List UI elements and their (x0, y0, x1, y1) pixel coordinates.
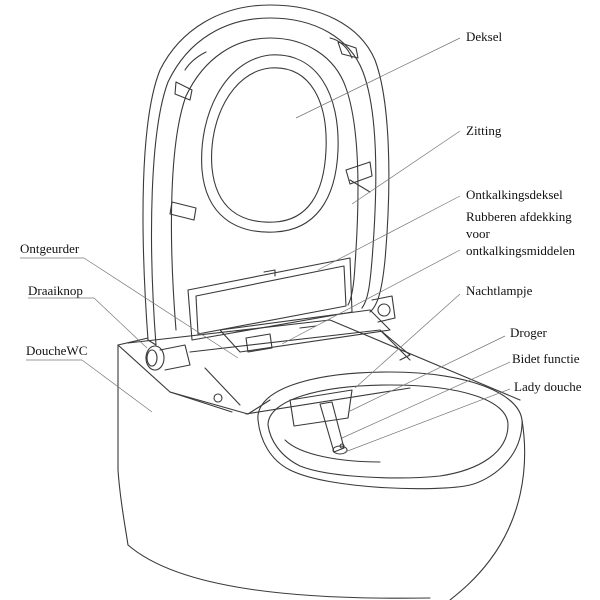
leader-douchewc (81, 359, 153, 413)
bowl-rim (257, 371, 523, 490)
label-deksel: Deksel (466, 29, 503, 44)
label-bidet-functie: Bidet functie (512, 351, 580, 366)
leader-nachtlampje (354, 293, 461, 389)
leader-lady (344, 388, 511, 453)
label-rubberen-line1: Rubberen afdekking (466, 209, 572, 224)
leader-draaiknop (93, 297, 148, 349)
label-douchewc: DoucheWC (26, 343, 88, 358)
leader-ontgeurder (83, 257, 239, 359)
seat (169, 37, 373, 233)
label-rubberen-afdekking: Rubberen afdekking voor ontkalkingsmidde… (466, 208, 575, 259)
leader-droger (347, 335, 506, 413)
leader-bidet (341, 361, 511, 439)
label-nachtlampje: Nachtlampje (466, 283, 533, 298)
leader-deksel (295, 37, 461, 119)
label-draaiknop: Draaiknop (28, 283, 83, 298)
label-ontgeurder: Ontgeurder (20, 241, 80, 256)
leader-rubberen (281, 249, 461, 345)
leader-zitting (351, 130, 461, 205)
leader-ontkalkingsdeksel (317, 195, 461, 271)
label-rubberen-line3: ontkalkingsmiddelen (466, 243, 576, 258)
label-lady-douche: Lady douche (514, 379, 582, 394)
label-zitting: Zitting (466, 123, 502, 138)
nozzle (289, 389, 353, 455)
label-ontkalkingsdeksel: Ontkalkingsdeksel (466, 187, 563, 202)
top-plate (127, 319, 521, 415)
label-droger: Droger (510, 325, 547, 340)
label-rubberen-line2: voor (466, 226, 490, 241)
hinge (145, 295, 396, 371)
descaling-area (187, 257, 391, 353)
